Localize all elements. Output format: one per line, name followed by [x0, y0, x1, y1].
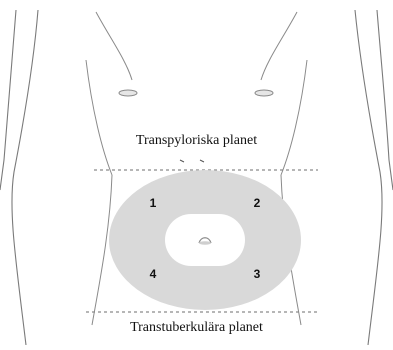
sternum-mark — [180, 160, 204, 162]
transtubercular-plane-label: Transtuberkulära planet — [0, 321, 393, 335]
right-rib-line — [281, 60, 307, 175]
left-arm-outline — [0, 10, 16, 190]
right-nipple — [255, 90, 273, 96]
right-arm-outline — [377, 10, 393, 190]
transpyloric-plane-label: Transpyloriska planet — [0, 134, 393, 148]
quadrant-3-label: 3 — [254, 267, 261, 281]
quadrant-1-label: 1 — [150, 196, 157, 210]
quadrant-4-label: 4 — [150, 267, 157, 281]
navel-exclusion-area — [165, 214, 245, 266]
left-hip-line — [92, 175, 112, 325]
right-chest-line — [261, 12, 297, 80]
torso-right-outline — [355, 10, 382, 345]
left-chest-line — [96, 12, 132, 80]
left-nipple — [119, 90, 137, 96]
left-rib-line — [86, 60, 112, 175]
torso-left-outline — [12, 10, 38, 345]
quadrant-2-label: 2 — [254, 196, 261, 210]
navel-shadow — [199, 241, 211, 245]
